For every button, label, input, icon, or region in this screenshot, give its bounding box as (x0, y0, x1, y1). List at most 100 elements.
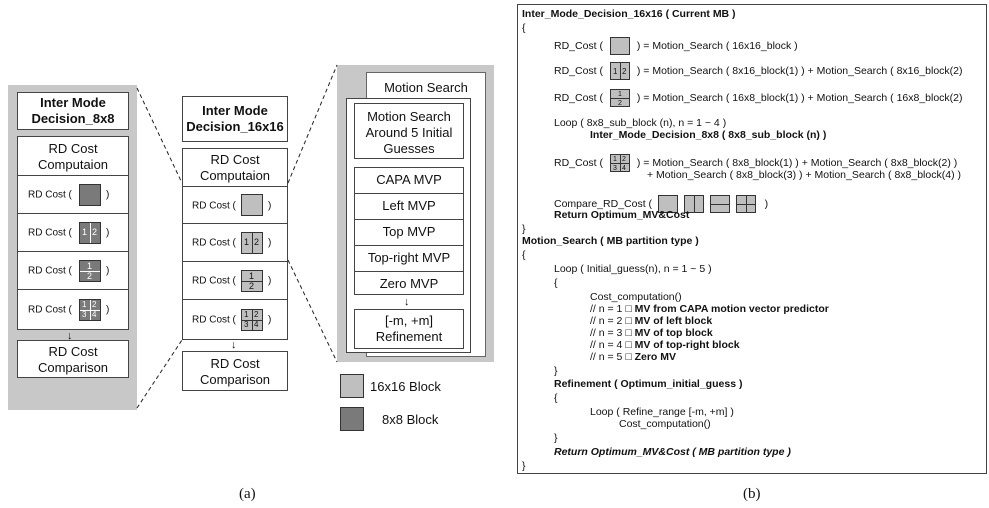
partition-number-2: 2 (617, 100, 622, 107)
partition-divider (610, 163, 629, 164)
block-16x16-icon (609, 37, 630, 55)
code-line: } (554, 432, 558, 444)
code-line-compare: Compare_RD_Cost ( ) (554, 195, 768, 213)
block-8x16-icon (683, 195, 704, 213)
code-text: // n = 3 □ (590, 327, 635, 339)
decision-8x8-rd-row-16x16: RD Cost ( ) (18, 175, 128, 214)
refinement-line2: Refinement (375, 329, 443, 344)
partition-number-1: 1 (244, 237, 250, 247)
decision-16x16-rd-row-8x8: RD Cost ( 1 2 3 4 ) (183, 299, 287, 340)
code-line: Loop ( 8x8_sub_block (n), n = 1 ~ 4 ) (554, 117, 727, 129)
block-16x16-icon (241, 194, 263, 216)
code-line: Return Optimum_MV&Cost (554, 209, 689, 221)
guess-top-mvp: Top MVP (382, 224, 436, 239)
rd-cost-label: RD Cost ( (192, 275, 236, 287)
pseudocode-panel: Inter_Mode_Decision_16x16 ( Current MB )… (517, 4, 987, 474)
decision-8x8-rd-row-16x8: RD Cost ( 1 2 ) (18, 251, 128, 290)
partition-divider (90, 223, 91, 243)
rd-cost-label: RD Cost ( (28, 189, 72, 201)
decision-16x16-title-line2: Decision_16x16 (186, 119, 284, 134)
decision-16x16-title-line1: Inter Mode (202, 103, 268, 118)
code-text: // n = 4 □ (590, 339, 635, 351)
code-line: { (554, 392, 558, 404)
rd-cost-close: ) (106, 227, 110, 239)
decision-8x8-title-box: Inter Mode Decision_8x8 (17, 92, 129, 130)
block-16x16-icon (657, 195, 678, 213)
guess-divider (355, 219, 463, 220)
partition-number-2: 2 (254, 237, 260, 247)
partition-number-1: 1 (82, 300, 87, 309)
partition-number-3: 3 (82, 310, 87, 319)
rd-cost-close: ) (106, 265, 110, 277)
legend-light-swatch (340, 374, 364, 398)
compare-label: Compare_RD_Cost ( (554, 197, 653, 210)
block-8x16-icon: 1 2 (79, 222, 101, 244)
guess-divider (355, 271, 463, 272)
partition-number-4: 4 (254, 320, 259, 329)
partition-divider (80, 271, 100, 272)
rd-cost-close: ) (106, 304, 110, 316)
code-line: Motion_Search ( MB partition type ) (522, 235, 699, 247)
motion-search-title-line1: Motion Search (367, 109, 451, 124)
code-text: MV of top block (634, 327, 713, 339)
code-text: MV from CAPA motion vector predictor (634, 303, 829, 315)
rd-cost-label: RD Cost ( (192, 237, 236, 249)
legend-light-label: 16x16 Block (370, 379, 441, 394)
partition-number-2: 2 (92, 300, 97, 309)
partition-number-1: 1 (87, 261, 93, 271)
legend-dark-swatch (340, 407, 364, 431)
block-8x16-icon: 1 2 (609, 62, 630, 80)
partition-number-3: 3 (244, 320, 249, 329)
comparison-line2: Comparison (199, 372, 271, 387)
partition-number-2: 2 (254, 310, 259, 319)
partition-number-2: 2 (87, 271, 93, 281)
rd-cost-label: RD Cost ( (28, 227, 72, 239)
block-16x16-icon (79, 184, 101, 206)
decision-8x8-title-line1: Inter Mode (40, 95, 106, 110)
partition-divider (80, 310, 100, 311)
decision-16x16-rd-row-16x8: RD Cost ( 1 2 ) (183, 261, 287, 300)
refinement-box: [-m, +m] Refinement (354, 309, 464, 349)
dashed-connector (287, 259, 338, 363)
code-text: MV of left block (634, 315, 713, 327)
guess-capa-mvp: CAPA MVP (376, 172, 442, 187)
block-8x8-icon: 1 2 3 4 (241, 309, 263, 331)
partition-number-2: 2 (621, 67, 627, 76)
compare-close: ) (764, 197, 769, 210)
legend-dark-label: 8x8 Block (382, 412, 439, 427)
initial-guess-list: CAPA MVP Left MVP Top MVP Top-right MVP … (354, 167, 464, 295)
code-text: // n = 5 □ (590, 351, 635, 363)
partition-number-2: 2 (621, 156, 626, 163)
block-8x8-icon (735, 195, 756, 213)
code-line: } (554, 365, 558, 377)
code-text: ) = Motion_Search ( 8x8_block(1) ) + Mot… (636, 156, 958, 169)
code-line: Loop ( Initial_guess(n), n = 1 ~ 5 ) (554, 263, 712, 275)
rd-cost-label: RD Cost ( (192, 314, 236, 326)
rd-cost-open: RD_Cost ( (554, 64, 604, 77)
motion-search-title-line2: Around 5 Initial (365, 125, 453, 140)
block-16x8-icon: 1 2 (609, 89, 630, 107)
comparison-line1: RD Cost (48, 344, 98, 359)
decision-8x8-cost-title-line2: Computaion (37, 157, 109, 172)
decision-16x16-comparison-box: RD Cost Comparison (182, 351, 288, 391)
decision-8x8-comparison-box: RD Cost Comparison (17, 340, 129, 378)
code-line: { (522, 22, 526, 34)
code-line: { (554, 277, 558, 289)
partition-number-2: 2 (92, 227, 98, 237)
guess-divider (355, 245, 463, 246)
decision-16x16-rd-row-16x16: RD Cost ( ) (183, 186, 287, 224)
decision-8x8-cost-box: RD Cost Computaion RD Cost ( ) RD Cost (… (17, 136, 129, 330)
comparison-line2: Comparison (37, 360, 109, 375)
dashed-connector (136, 87, 183, 184)
code-line: Inter_Mode_Decision_16x16 ( Current MB ) (522, 8, 736, 20)
motion-search-front-card: Motion Search Around 5 Initial Guesses C… (346, 98, 471, 353)
code-text: // n = 2 □ (590, 315, 635, 327)
partition-divider (619, 63, 621, 79)
code-line-n2: // n = 2 □ MV of left block (590, 315, 712, 327)
code-line-rd-16x16: RD_Cost ( ) = Motion_Search ( 16x16_bloc… (554, 37, 798, 55)
block-16x8-icon: 1 2 (79, 260, 101, 282)
partition-divider (242, 281, 262, 282)
code-text: ) = Motion_Search ( 8x16_block(1) ) + Mo… (636, 64, 963, 77)
code-line: Refinement ( Optimum_initial_guess ) (554, 378, 743, 390)
